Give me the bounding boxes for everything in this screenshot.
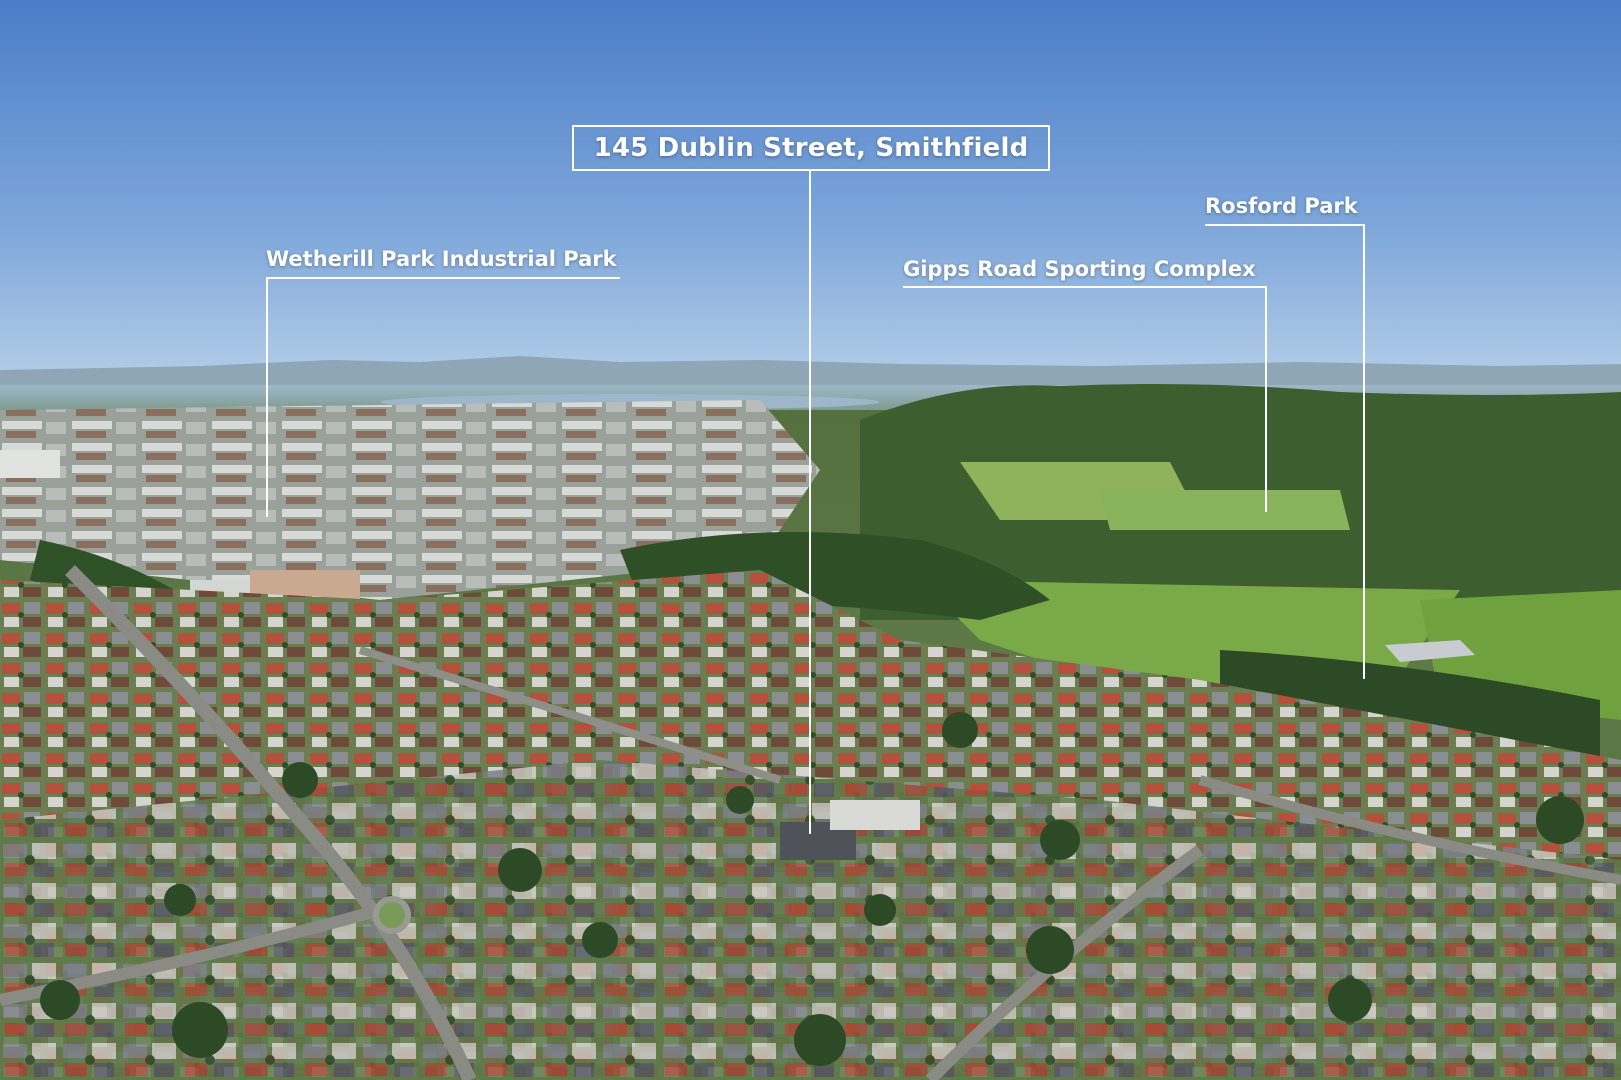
rosford-leader-line <box>1363 224 1365 679</box>
rosford-underline <box>1205 224 1365 226</box>
gipps-leader-line <box>1265 286 1267 512</box>
rosford-park-label: Rosford Park <box>1205 194 1358 218</box>
wetherill-park-label: Wetherill Park Industrial Park <box>266 247 617 271</box>
gipps-road-label: Gipps Road Sporting Complex <box>903 257 1256 281</box>
subject-address-label: 145 Dublin Street, Smithfield <box>572 125 1050 171</box>
gipps-underline <box>903 286 1267 288</box>
subject-leader-line <box>809 171 811 834</box>
wetherill-leader-line <box>266 277 268 517</box>
wetherill-underline <box>266 277 620 279</box>
